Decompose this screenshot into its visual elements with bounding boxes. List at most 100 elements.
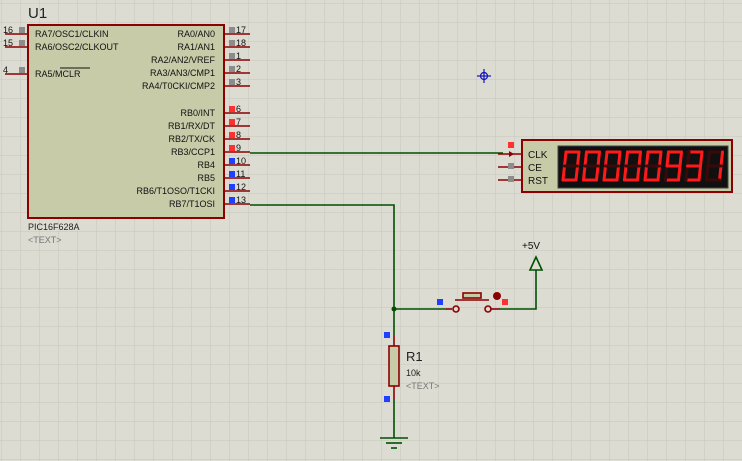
u1-pin-number: 12 [236, 182, 246, 192]
u1-ref-label: U1 [28, 5, 47, 22]
ground-symbol-icon[interactable] [380, 437, 408, 449]
u1-pin-name: RB7/T1OSI [169, 199, 215, 209]
u1-pin-name: RB4 [197, 160, 215, 170]
pin-marker [384, 396, 390, 402]
display-digit [705, 150, 724, 182]
digit-segment [643, 164, 648, 182]
u1-pin-number: 4 [3, 65, 8, 75]
pin-marker [19, 40, 25, 46]
digit-segment [637, 150, 642, 168]
digit-segment [684, 164, 689, 182]
display-digit [664, 150, 683, 182]
digit-segment [656, 164, 661, 182]
display-digit [602, 150, 622, 182]
pin-marker [229, 27, 235, 33]
u1-pin-name: RA7/OSC1/CLKIN [35, 29, 109, 39]
pin-marker [384, 332, 390, 338]
digit-segment [697, 164, 702, 182]
display-digit [582, 150, 601, 182]
power-terminal-5v[interactable]: +5V [522, 241, 544, 271]
wire-rb7-to-node[interactable] [250, 204, 395, 336]
digit-segment [617, 150, 622, 168]
pin-marker [229, 158, 235, 164]
digit-segment [574, 164, 579, 182]
button-actuator-icon[interactable] [493, 292, 501, 300]
digit-segment [604, 150, 609, 168]
digit-segment [636, 164, 641, 182]
digit-segment [699, 150, 704, 168]
pin-marker [229, 145, 235, 151]
u1-pin-name: RA4/T0CKI/CMP2 [142, 81, 215, 91]
r1-body[interactable] [388, 345, 400, 387]
display-digit [643, 150, 663, 182]
push-button[interactable] [446, 292, 500, 313]
pin-marker [229, 66, 235, 72]
digit-segment [615, 164, 620, 182]
pin-marker [502, 299, 508, 305]
u1-pin-number: 7 [236, 117, 241, 127]
junction-dot [391, 306, 397, 312]
u1-pin-name: RA2/AN2/VREF [151, 55, 216, 65]
clock-arrow-icon [509, 151, 514, 157]
digit-segment [678, 150, 683, 168]
power-label: +5V [522, 241, 540, 252]
digit-segment [664, 164, 669, 182]
u1-text-placeholder: <TEXT> [28, 235, 62, 245]
digit-segment [576, 150, 581, 168]
pin-marker [19, 67, 25, 73]
pin-marker [229, 106, 235, 112]
u1-pin-name: RA0/AN0 [177, 29, 215, 39]
u1-pin-name: RA3/AN3/CMP1 [150, 68, 215, 78]
counter-timer[interactable]: CLK CE RST [498, 139, 733, 193]
digit-segment [561, 164, 566, 182]
u1-pin-number: 10 [236, 156, 246, 166]
resistor-r1[interactable]: R1 10k <TEXT> [384, 332, 440, 402]
digit-segment [706, 150, 711, 168]
r1-ref-label: R1 [406, 349, 423, 364]
u1-pin-number: 11 [236, 169, 245, 179]
pin-marker [229, 184, 235, 190]
u1-pin-name: RA5/MCLR [35, 69, 81, 79]
u1-pin-number: 6 [236, 104, 241, 114]
u1-pin-number: 3 [236, 77, 241, 87]
digit-segment [583, 150, 588, 168]
button-contact-left [452, 305, 460, 313]
u1-pin-number: 17 [236, 25, 246, 35]
u1-body[interactable] [27, 24, 225, 219]
button-cap[interactable] [462, 292, 482, 299]
pin-marker [229, 132, 235, 138]
pin-marker [437, 299, 443, 305]
display-digit [623, 150, 642, 182]
u1-pin-number: 2 [236, 64, 241, 74]
digit-segment [677, 164, 682, 182]
u1-pin-name: RA1/AN1 [177, 42, 215, 52]
u1-pin-number: 18 [236, 38, 246, 48]
u1-pin-number: 8 [236, 130, 241, 140]
wire-button-to-5v[interactable] [500, 270, 537, 310]
pin-marker [229, 171, 235, 177]
pin-marker [508, 163, 514, 169]
digit-segment [596, 150, 601, 168]
pin-marker [229, 197, 235, 203]
pin-marker [229, 79, 235, 85]
u1-pin-number: 1 [236, 51, 241, 61]
pin-marker [229, 53, 235, 59]
digit-segment [658, 150, 663, 168]
pin-marker [19, 27, 25, 33]
u1-pin-name: RB6/T1OSO/T1CKI [136, 186, 215, 196]
crosshair-cursor-icon [477, 69, 491, 83]
counter-pin-clk: CLK [528, 150, 548, 161]
u1-pin-number: 16 [3, 25, 13, 35]
r1-text-placeholder: <TEXT> [406, 381, 440, 391]
u1-pin-name: RA6/OSC2/CLKOUT [35, 42, 119, 52]
digit-segment [718, 164, 723, 182]
pin-marker [229, 119, 235, 125]
power-arrow-icon [528, 255, 544, 271]
u1-pin-number: 15 [3, 38, 13, 48]
display-digit [684, 150, 704, 182]
pin-marker [229, 40, 235, 46]
digit-segment [595, 164, 600, 182]
u1-pin-name: RB1/RX/DT [168, 121, 216, 131]
